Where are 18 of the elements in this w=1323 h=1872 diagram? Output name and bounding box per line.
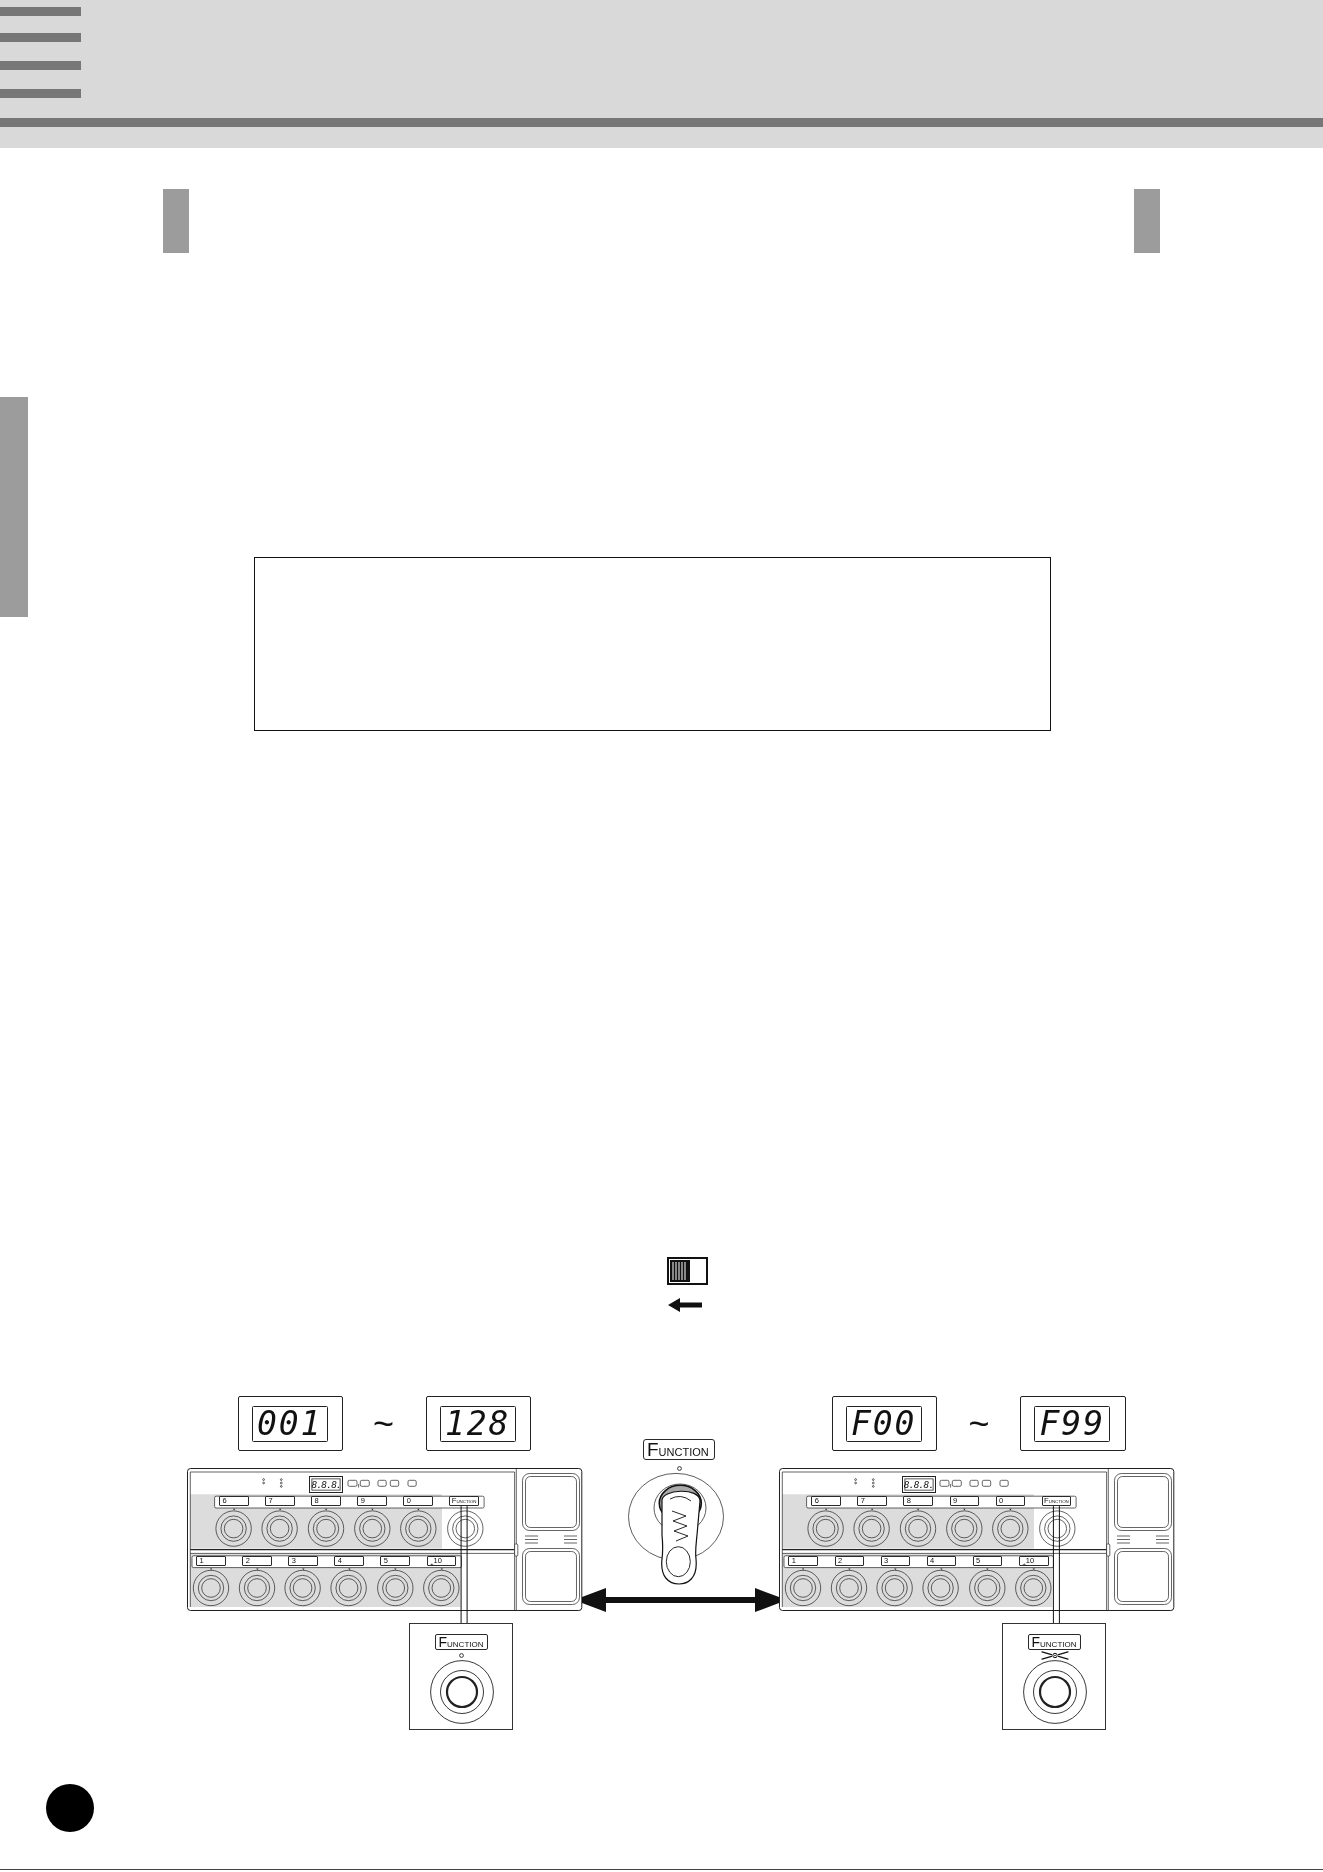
range-tilde: ~ bbox=[967, 1404, 991, 1444]
magnified-view bbox=[1002, 1623, 1106, 1730]
switch-label: FUNCTION bbox=[435, 1634, 488, 1650]
display-readout: 128 bbox=[439, 1405, 516, 1442]
display-panel bbox=[425, 1396, 531, 1451]
switch-label: FUNCTION bbox=[1028, 1634, 1081, 1650]
switch-label: FUNCTION bbox=[643, 1439, 715, 1460]
range-tilde: ~ bbox=[372, 1404, 395, 1444]
display-readout: F00 bbox=[845, 1405, 922, 1442]
display-readout: 001 bbox=[251, 1405, 328, 1442]
magnified-view bbox=[409, 1623, 513, 1730]
leader-line bbox=[1052, 1505, 1060, 1624]
display-panel bbox=[237, 1396, 343, 1451]
display-readout: F99 bbox=[1034, 1405, 1111, 1442]
side-tab bbox=[0, 397, 28, 617]
display-panel bbox=[831, 1396, 937, 1451]
display-panel bbox=[1020, 1396, 1126, 1451]
leader-line bbox=[460, 1505, 468, 1624]
